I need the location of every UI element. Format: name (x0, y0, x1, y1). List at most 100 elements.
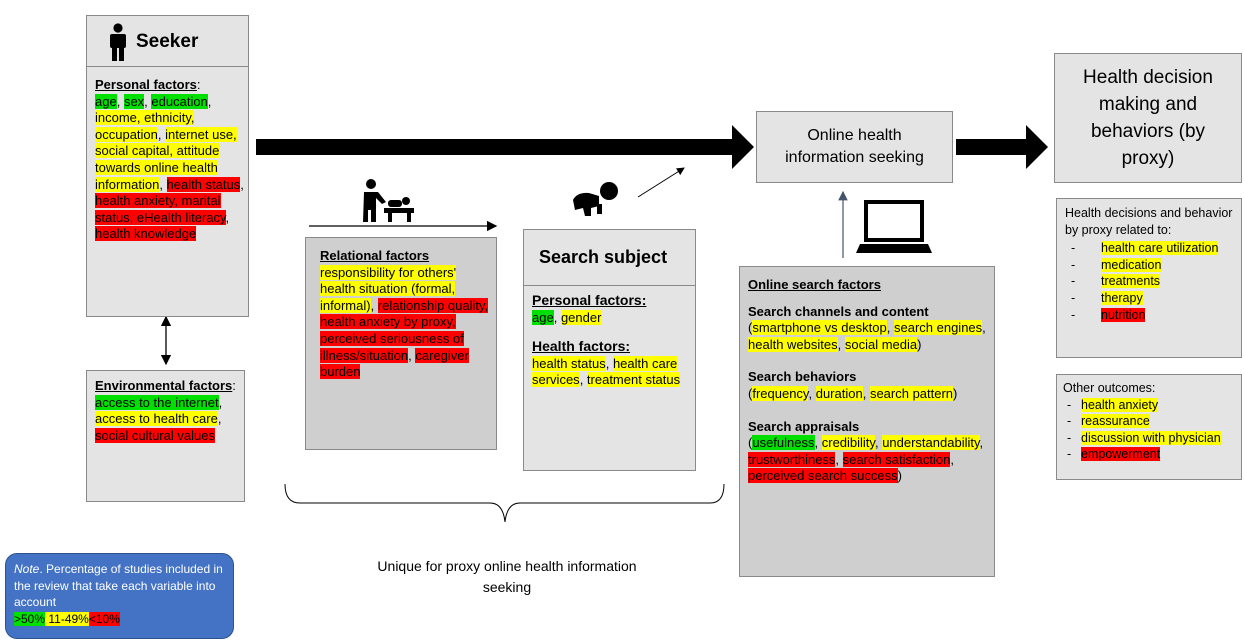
note-box: Note. Percentage of studies included in … (5, 553, 234, 639)
seeker-box: Seeker Personal factors: age, sex, educa… (86, 15, 249, 317)
seeker-title: Seeker (136, 31, 199, 52)
factor-mid: duration (815, 385, 863, 401)
factor-mid: treatment status (586, 372, 681, 388)
factor-low: health anxiety, marital status, eHealth … (95, 193, 226, 225)
separator: ( (748, 385, 753, 401)
separator: , (159, 176, 167, 192)
decisions-related-box: Health decisions and behavior by proxy r… (1056, 198, 1242, 358)
subject-personal-list: age, gender (532, 309, 602, 325)
relational-factor-list: responsibility for others' health situat… (320, 264, 489, 380)
subject-health-list: health status, health care services, tre… (532, 355, 681, 388)
factor-high: age (532, 309, 554, 325)
search-subject-box: Search subject Personal factors: age, ge… (523, 229, 696, 471)
separator: , (982, 320, 986, 336)
decisions-related-header: Health decisions and behavior by proxy r… (1065, 206, 1233, 237)
list-item-label: therapy (1101, 290, 1143, 305)
factor-high: usefulness (752, 435, 815, 451)
separator: , (874, 435, 883, 451)
factor-mid: smartphone vs desktop (752, 320, 887, 336)
separator: , (553, 309, 561, 325)
separator: , (979, 435, 984, 451)
list-item-label: treatments (1101, 274, 1161, 289)
separator: , (579, 372, 587, 388)
relational-header: Relational factors (320, 248, 430, 263)
seeker-personal-header: Personal factors (95, 77, 197, 92)
note-legend: >50% 11-49%<10% (14, 611, 120, 626)
separator: , (225, 209, 230, 225)
factor-mid: credibility (821, 435, 875, 451)
factor-high: age (95, 93, 117, 109)
list-item: health care utilization (1065, 240, 1241, 257)
list-item-label: empowerment (1081, 447, 1161, 462)
separator: , (605, 355, 613, 371)
online-search-box: Online search factors Search channels an… (739, 266, 995, 577)
separator: , (217, 411, 222, 427)
factor-low: search satisfaction (842, 451, 951, 467)
behaviors-header: Search behaviors (748, 369, 857, 385)
separator: , (886, 320, 894, 336)
laptop-icon (856, 200, 932, 253)
list-item-label: health care utilization (1101, 241, 1219, 256)
factor-mid: access to health care (95, 411, 218, 427)
environmental-factor-list: access to the internet, access to health… (95, 394, 222, 443)
behaviors-list: (frequency, duration, search pattern) (748, 385, 957, 401)
decision-label: Health decision making and behaviors (by… (1083, 67, 1213, 169)
list-item-label: medication (1101, 257, 1162, 272)
list-item-label: reassurance (1081, 414, 1150, 429)
search-subject-header: Search subject (524, 230, 695, 286)
list-item-label: nutrition (1101, 307, 1146, 322)
factor-low: social cultural values (95, 427, 215, 443)
factor-mid: frequency (752, 385, 809, 401)
separator: ) (917, 336, 922, 352)
channels-header: Search channels and content (748, 303, 929, 319)
separator: , (157, 126, 166, 142)
ohis-label: Online health information seeking (785, 127, 924, 166)
factor-low: health knowledge (95, 226, 197, 242)
subject-health-header: Health factors: (532, 338, 631, 355)
list-item: discussion with physician (1063, 430, 1243, 447)
list-item: nutrition (1065, 307, 1241, 324)
other-outcomes-list: health anxiety reassurancediscussion with… (1063, 397, 1243, 463)
separator: , (370, 297, 378, 313)
seeker-factor-list: age, sex, education, income, ethnicity, … (95, 93, 244, 242)
brace-label: Unique for proxy online health informati… (377, 558, 637, 595)
list-item: treatments (1065, 273, 1241, 290)
separator: , (835, 451, 843, 467)
subject-arrow (637, 167, 685, 198)
factor-mid: health websites (748, 336, 838, 352)
subject-personal-header: Personal factors: (532, 292, 647, 308)
list-item: reassurance (1063, 413, 1243, 430)
factor-high: access to the internet (95, 394, 219, 410)
factor-mid: search engines (893, 320, 983, 336)
factor-low: trustworthiness (748, 451, 836, 467)
separator: , (207, 93, 212, 109)
other-outcomes-box: Other outcomes: health anxiety reassuranc… (1056, 374, 1242, 480)
factor-high: >50% (14, 611, 46, 626)
separator: ( (748, 320, 753, 336)
list-item: health anxiety (1063, 397, 1243, 414)
factor-low: <10% (88, 611, 120, 626)
search-subject-title: Search subject (539, 247, 668, 267)
list-item: empowerment (1063, 446, 1243, 463)
separator: , (837, 336, 845, 352)
list-item-label: health anxiety (1081, 397, 1159, 412)
factor-mid: gender (560, 309, 602, 325)
decisions-related-list: health care utilizationmedication treatme… (1065, 240, 1241, 323)
decision-box: Health decision making and behaviors (by… (1054, 53, 1242, 183)
factor-mid: 11-49% (45, 611, 89, 626)
ohis-box: Online health information seeking (756, 111, 953, 183)
list-item: medication (1065, 257, 1241, 274)
factor-mid: understandability (882, 435, 980, 451)
factor-mid: health status (532, 355, 606, 371)
separator: , (408, 347, 416, 363)
note-text: . Percentage of studies included in the … (14, 562, 223, 609)
online-search-header: Online search factors (748, 277, 881, 292)
main-arrow (256, 125, 754, 169)
separator: , (814, 435, 822, 451)
separator: , (116, 93, 124, 109)
other-outcomes-header: Other outcomes: (1063, 381, 1156, 395)
separator: , (240, 176, 244, 192)
factor-low: health status (166, 176, 241, 192)
seeker-personal-factors: Personal factors: age, sex, education, i… (95, 77, 244, 242)
